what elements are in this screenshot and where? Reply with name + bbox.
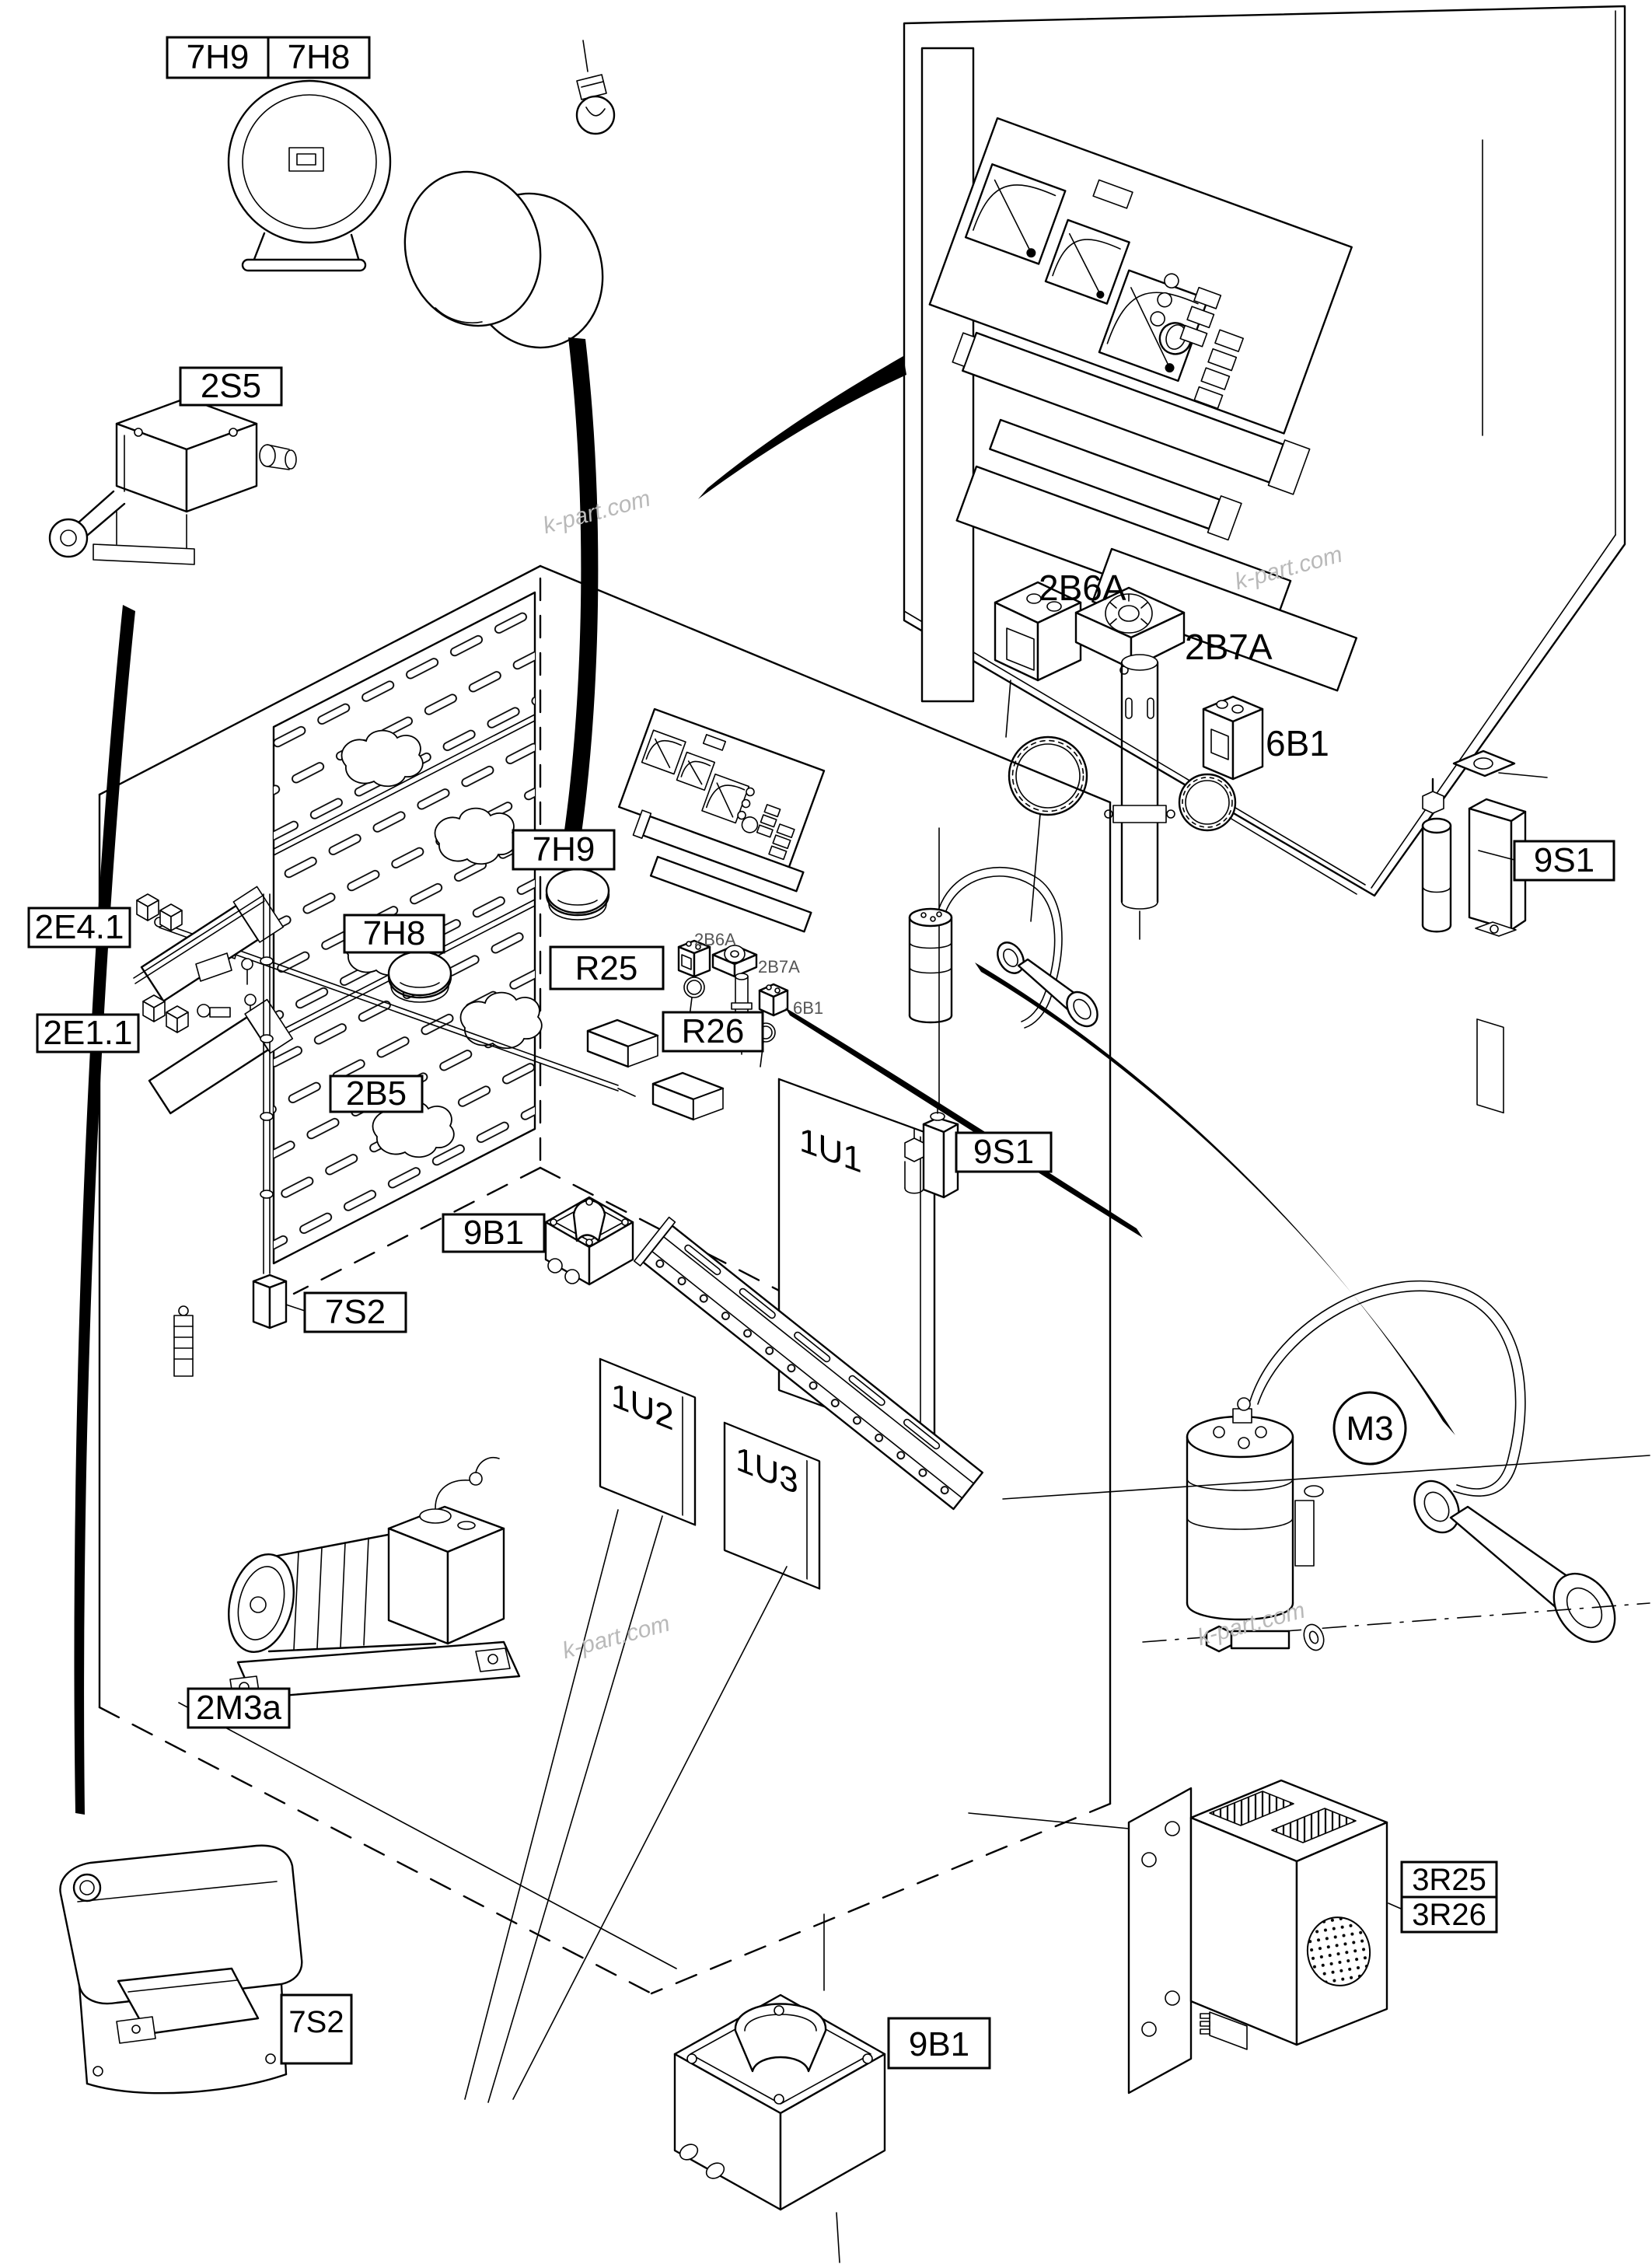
- compressor-2m3a: [228, 1457, 521, 1700]
- label-2b5: 2B5: [329, 1074, 424, 1113]
- svg-text:9S1: 9S1: [973, 1133, 1034, 1171]
- thermostat-2b6a: [994, 581, 1088, 922]
- horn-box-9b1: [673, 1913, 886, 2263]
- duct-1u3: 1U3: [723, 1421, 821, 1590]
- horn-disc-7h9: [227, 79, 392, 272]
- terminal-row-lower: [989, 418, 1242, 541]
- svg-text:2B5: 2B5: [346, 1074, 407, 1113]
- swoosh-panel-arrow: [698, 356, 906, 499]
- mounting-rail: [633, 1216, 984, 1511]
- label-r26: R26: [662, 1011, 764, 1053]
- watermark-3: k-part.com: [560, 1611, 672, 1665]
- horn-assembly-m3: [1142, 1280, 1650, 1653]
- svg-text:7H8: 7H8: [363, 914, 426, 952]
- label-tiny-2b6a: 2B6A: [694, 930, 736, 949]
- svg-text:R25: R25: [575, 949, 638, 987]
- svg-text:2E1.1: 2E1.1: [44, 1014, 133, 1052]
- svg-text:2S5: 2S5: [201, 367, 261, 405]
- duct-1u2: 1U2: [599, 1357, 697, 1526]
- svg-text:7H9: 7H9: [533, 830, 595, 868]
- label-pair-7h9-7h8: 7H9 7H8: [166, 36, 371, 79]
- gauge-1: [964, 163, 1067, 265]
- label-7h8-top: 7H8: [288, 38, 351, 76]
- swoosh-subpanel: [785, 1008, 1143, 1238]
- svg-text:3R25: 3R25: [1412, 1863, 1486, 1897]
- speaker-grille: [1306, 1916, 1371, 1986]
- label-6b1: 6B1: [1266, 723, 1329, 763]
- rod-and-block: [173, 893, 288, 1377]
- label-9s1-right: 9S1: [1513, 840, 1615, 882]
- label-3r25-3r26: 3R25 3R26: [1400, 1860, 1498, 1934]
- sub-panel-mini: [617, 708, 826, 933]
- label-7s2-mid: 7S2: [303, 1291, 407, 1333]
- label-2m3a: 2M3a: [187, 1687, 291, 1729]
- label-7s2-bottom: 7S2: [280, 1993, 353, 2065]
- solenoid-9s1-mid: [904, 1103, 959, 1199]
- label-tiny-2b7a: 2B7A: [758, 957, 800, 977]
- sensor-cylinder-2b7a: [1104, 654, 1175, 940]
- label-2b6a: 2B6A: [1039, 568, 1126, 608]
- cabinet-frame: [98, 564, 1650, 1995]
- terminal-boards: [133, 886, 294, 1115]
- mini-thermostats: [677, 939, 789, 1067]
- label-2e41: 2E4.1: [27, 907, 131, 949]
- instrument-panel: [928, 117, 1353, 435]
- capillary-coil-6b1: [1178, 773, 1237, 832]
- svg-text:R26: R26: [682, 1012, 745, 1050]
- label-m3: M3: [1332, 1391, 1407, 1466]
- sensor-6b1: [1178, 695, 1357, 895]
- svg-text:7S2: 7S2: [288, 2005, 344, 2039]
- solenoid-9s1-right: [1421, 749, 1548, 1114]
- thermostat-2b7a: [1074, 586, 1186, 940]
- label-7h9-mid: 7H9: [512, 829, 616, 871]
- label-2b7a: 2B7A: [1185, 627, 1273, 667]
- resistor-unit-3r25-3r26: [968, 1779, 1388, 2095]
- horn-disc-7h8: [403, 170, 604, 349]
- svg-text:9B1: 9B1: [909, 2025, 969, 2063]
- horn-assembly-mini: [908, 866, 1098, 1029]
- vent-strip-b: [1091, 547, 1357, 692]
- svg-text:9S1: 9S1: [1534, 841, 1594, 879]
- bulb: [575, 40, 616, 135]
- lamp-7h8-dome: [387, 950, 452, 1003]
- label-r25: R25: [549, 945, 665, 990]
- leader-lines: [178, 850, 1515, 2103]
- limit-switch-2s5: [48, 397, 297, 565]
- terminal-row-upper: [952, 331, 1311, 495]
- switch-9b1-mid: [544, 1196, 634, 1286]
- svg-text:7S2: 7S2: [325, 1293, 386, 1331]
- resistors-r25-r26: [586, 1018, 725, 1121]
- svg-text:M3: M3: [1346, 1410, 1393, 1448]
- label-7h9-top: 7H9: [187, 38, 250, 76]
- foot-switch-7s2: [59, 1844, 303, 2095]
- swoosh-horn-to-m3: [975, 963, 1455, 1435]
- label-9s1-mid: 9S1: [955, 1131, 1053, 1173]
- label-7h8-mid: 7H8: [343, 914, 445, 954]
- svg-text:2M3a: 2M3a: [196, 1689, 282, 1727]
- svg-text:3R26: 3R26: [1412, 1898, 1486, 1932]
- svg-text:9B1: 9B1: [463, 1214, 524, 1252]
- svg-text:2E4.1: 2E4.1: [35, 908, 124, 946]
- swoosh-7h9-7h8: [564, 337, 599, 833]
- label-2e11: 2E1.1: [36, 1013, 140, 1053]
- lamp-7h9-dome: [545, 868, 610, 921]
- label-tiny-6b1: 6B1: [793, 998, 823, 1018]
- washer: [1303, 1623, 1325, 1651]
- vent-column: [920, 47, 975, 703]
- label-9b1-bottom: 9B1: [887, 2017, 991, 2070]
- control-panel-door: [903, 5, 1626, 897]
- label-9b1-mid: 9B1: [442, 1213, 546, 1253]
- gauge-2: [1044, 218, 1130, 305]
- swoosh-2s5: [74, 605, 135, 1815]
- label-2s5: 2S5: [179, 366, 283, 407]
